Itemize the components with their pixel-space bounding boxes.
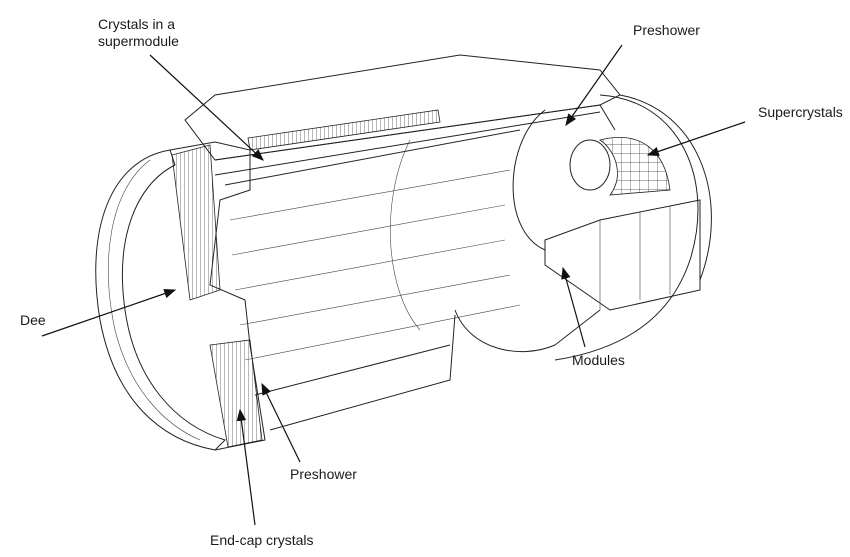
arrow-modules — [561, 266, 586, 348]
arrow-preshower-bottom — [261, 382, 301, 463]
label-modules: Modules — [572, 352, 625, 368]
label-dee: Dee — [20, 312, 46, 328]
arrow-crystals-supermodule — [149, 54, 264, 161]
supermodule-crystals — [247, 109, 441, 151]
endcap-crystals-lower — [209, 339, 263, 448]
supercrystals-grid — [599, 137, 671, 196]
arrow-endcap-crystals — [236, 408, 256, 526]
label-preshower-top: Preshower — [633, 22, 700, 38]
arrow-supercrystals — [646, 121, 746, 157]
endcap-crystals-upper — [171, 144, 221, 301]
label-endcap-crystals: End-cap crystals — [210, 532, 314, 548]
label-line: Crystals in a — [98, 16, 176, 32]
label-supercrystals: Supercrystals — [758, 104, 843, 120]
arrow-preshower-top — [565, 44, 623, 126]
label-preshower-bottom: Preshower — [290, 466, 357, 482]
barrel — [184, 54, 712, 431]
label-crystals-supermodule: Crystals in a supermodule — [98, 16, 179, 50]
label-line: supermodule — [98, 33, 179, 49]
arrow-dee — [41, 288, 177, 337]
